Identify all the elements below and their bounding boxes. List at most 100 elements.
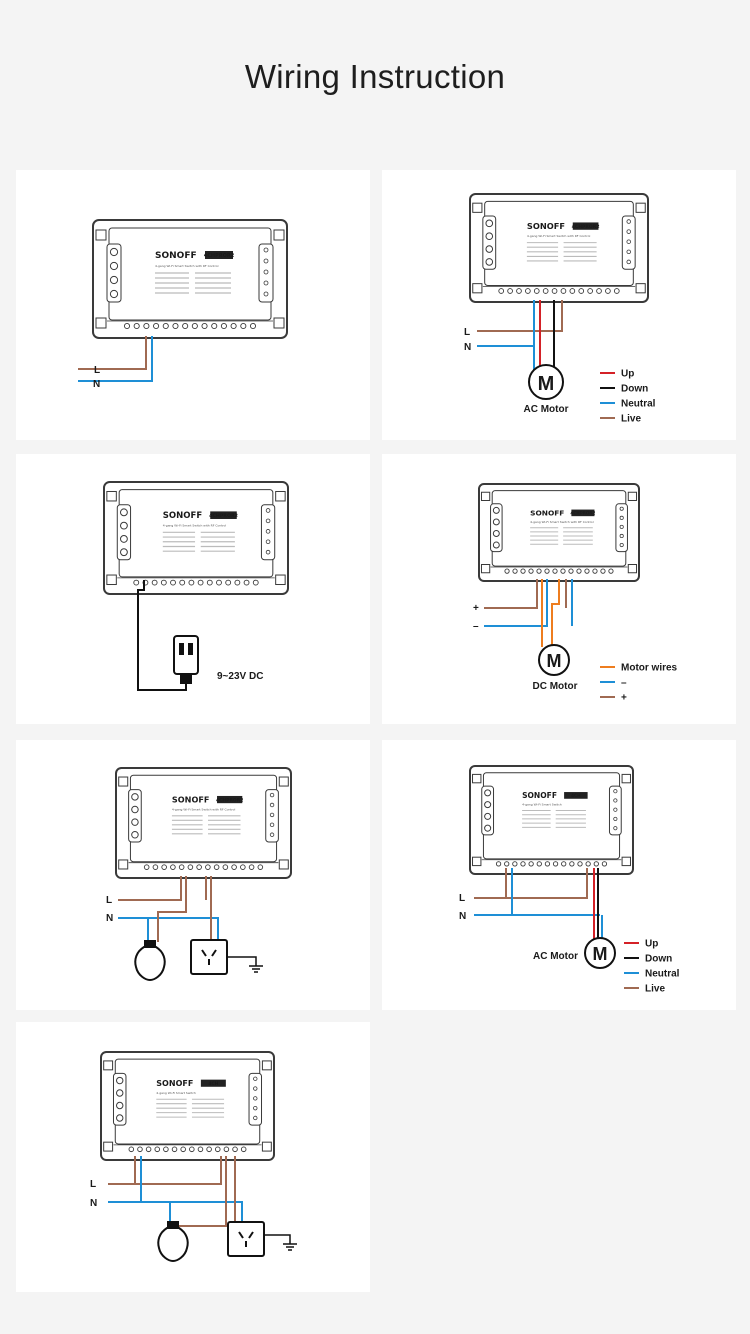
motor-icon: [584, 937, 616, 969]
device-board: SONOFF 4CH 4-gang Wi-Fi Smart Switch: [469, 765, 634, 875]
motor-symbol: M: [547, 651, 562, 671]
live-wire: [78, 336, 147, 370]
legend-label: –: [621, 678, 627, 689]
legend-label: Neutral: [621, 399, 656, 410]
live-wire: [477, 300, 563, 332]
label-n: N: [90, 1198, 97, 1209]
dc-wire: [137, 580, 187, 691]
model-badge: 4CHPROR2: [209, 513, 238, 519]
device-subtitle: 4-gang Wi-Fi Smart Switch with RF Contro…: [172, 807, 236, 811]
device-subtitle: 4-gang Wi-Fi Smart Switch with RF Contro…: [527, 234, 591, 238]
diagram-ac-motor-pro: SONOFF 4CHPROR2 4-gang Wi-Fi Smart Switch …: [464, 193, 656, 425]
ac-motor-label: AC Motor: [524, 404, 569, 415]
model-badge: 4CHPROR2: [204, 253, 235, 259]
label-n: N: [459, 911, 466, 922]
device-subtitle: 4-gang Wi-Fi Smart Switch: [522, 802, 562, 806]
motor-symbol: M: [593, 944, 608, 964]
label-l: L: [90, 1179, 96, 1190]
device-board: SONOFF 4CHPROR2 4-gang Wi-Fi Smart Switch …: [92, 219, 288, 339]
neutral-wire: [118, 917, 219, 940]
label-plus: +: [473, 603, 479, 614]
ground-icon: [264, 1234, 297, 1251]
socket-icon: [227, 1221, 265, 1257]
lamp-wire: [175, 1156, 227, 1227]
label-n: N: [106, 913, 113, 924]
brand-logo: SONOFF: [527, 221, 565, 231]
label-minus: –: [473, 621, 479, 632]
legend: Motor wires – +: [600, 663, 678, 704]
legend-label: Down: [645, 954, 672, 965]
legend-label: +: [621, 693, 627, 704]
panel-dc-motor: SONOFF 4CHPROR2 4-gang Wi-Fi Smart Switch …: [382, 454, 736, 724]
device-subtitle: 4-gang Wi-Fi Smart Switch with RF Contro…: [155, 264, 219, 268]
diagram-dc-power: SONOFF 4CHPROR2 4-gang Wi-Fi Smart Switch …: [103, 481, 289, 691]
model-badge: 4CHPROR2: [572, 224, 600, 230]
diagram-loads-pro: SONOFF 4CHPROR2 4-gang Wi-Fi Smart Switch …: [106, 767, 292, 982]
socket-icon: [190, 939, 228, 975]
label-n: N: [464, 342, 471, 353]
brand-logo: SONOFF: [522, 791, 557, 800]
neutral-wire: [477, 300, 535, 347]
ac-motor-label: AC Motor: [533, 951, 578, 962]
brand-logo: SONOFF: [163, 511, 203, 521]
brand-logo: SONOFF: [530, 508, 564, 517]
model-badge: 4CHPROR2: [216, 797, 243, 803]
legend-label: Neutral: [645, 969, 680, 980]
label-l: L: [464, 327, 470, 338]
live-wire: [108, 1156, 222, 1185]
panel-ac-power: SONOFF 4CHPROR2 4-gang Wi-Fi Smart Switch …: [16, 170, 370, 440]
brand-logo: SONOFF: [155, 251, 197, 261]
panel-ac-motor-basic: SONOFF 4CH 4-gang Wi-Fi Smart Switch M AC …: [382, 740, 736, 1010]
device-subtitle: 4-gang Wi-Fi Smart Switch: [156, 1091, 196, 1095]
device-board: SONOFF 4CHPROR2 4-gang Wi-Fi Smart Switch …: [115, 767, 292, 879]
dc-motor-label: DC Motor: [533, 681, 578, 692]
panel-loads-basic: SONOFF 4CH 4-gang Wi-Fi Smart Switch L N: [16, 1022, 370, 1292]
legend-label: Down: [621, 384, 648, 395]
device-board: SONOFF 4CHPROR2 4-gang Wi-Fi Smart Switch …: [478, 483, 640, 582]
legend-label: Up: [621, 369, 634, 380]
panel-ac-motor-pro: SONOFF 4CHPROR2 4-gang Wi-Fi Smart Switch …: [382, 170, 736, 440]
motor-wire-b: [551, 579, 560, 647]
plus-wire-a: [484, 579, 538, 609]
label-l: L: [94, 365, 100, 376]
dc-supply-label: 9~23V DC: [217, 671, 263, 682]
legend-label: Live: [621, 414, 641, 425]
motor-icon: [538, 644, 570, 676]
legend-label: Live: [645, 984, 665, 995]
brand-logo: SONOFF: [172, 794, 210, 804]
device-board: SONOFF 4CHPROR2 4-gang Wi-Fi Smart Switch …: [469, 193, 649, 303]
legend-label: Motor wires: [621, 663, 678, 674]
device-subtitle: 4-gang Wi-Fi Smart Switch with RF Contro…: [530, 520, 594, 524]
lamp-wire: [157, 876, 187, 942]
diagram-loads-basic: SONOFF 4CH 4-gang Wi-Fi Smart Switch L N: [90, 1051, 297, 1263]
model-badge: 4CHPROR2: [570, 511, 595, 516]
power-adapter-icon: [173, 635, 199, 684]
motor-icon: [528, 364, 564, 400]
neutral-wire: [78, 336, 153, 382]
device-subtitle: 4-gang Wi-Fi Smart Switch with RF Contro…: [163, 524, 227, 528]
minus-wire-a: [484, 579, 548, 627]
page-title: Wiring Instruction: [244, 58, 506, 95]
model-badge: 4CH: [571, 793, 581, 798]
device-board: SONOFF 4CHPROR2 4-gang Wi-Fi Smart Switch …: [103, 481, 289, 595]
label-l: L: [459, 893, 465, 904]
bulb-icon: [134, 940, 166, 982]
bulb-icon: [157, 1221, 189, 1263]
motor-symbol: M: [538, 373, 555, 395]
diagram-ac-power: SONOFF 4CHPROR2 4-gang Wi-Fi Smart Switch …: [78, 219, 288, 390]
neutral-wire: [108, 1201, 243, 1222]
ground-icon: [227, 956, 263, 973]
panel-dc-power: SONOFF 4CHPROR2 4-gang Wi-Fi Smart Switch …: [16, 454, 370, 724]
live-wire: [118, 876, 182, 901]
diagram-dc-motor: SONOFF 4CHPROR2 4-gang Wi-Fi Smart Switch …: [473, 483, 678, 704]
label-n: N: [93, 379, 100, 390]
diagram-ac-motor-basic: SONOFF 4CH 4-gang Wi-Fi Smart Switch M AC …: [459, 765, 680, 995]
label-l: L: [106, 895, 112, 906]
brand-logo: SONOFF: [156, 1079, 193, 1088]
device-board: SONOFF 4CH 4-gang Wi-Fi Smart Switch: [100, 1051, 275, 1161]
model-badge: 4CH: [208, 1081, 218, 1087]
panel-loads-pro: SONOFF 4CHPROR2 4-gang Wi-Fi Smart Switch …: [16, 740, 370, 1010]
legend-label: Up: [645, 939, 658, 950]
